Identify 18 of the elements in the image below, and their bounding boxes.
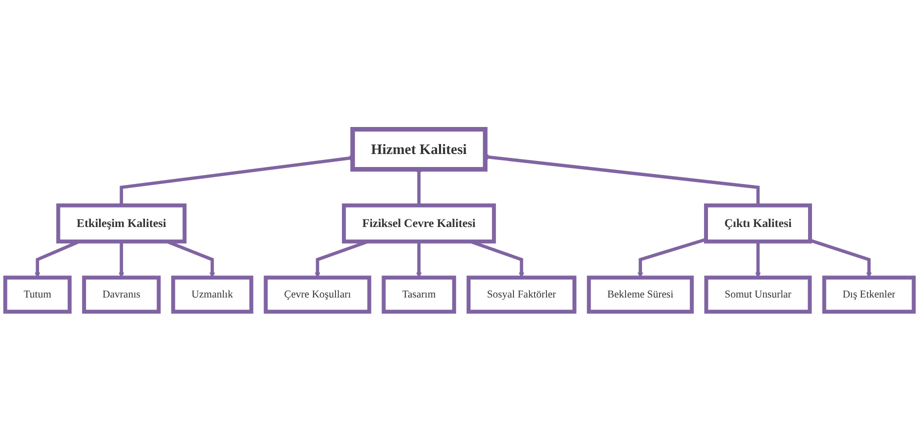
node-box: Hizmet Kalitesi xyxy=(350,126,488,172)
arrow xyxy=(810,238,872,278)
arrow xyxy=(416,242,422,278)
node-box: Sosyal Faktörler xyxy=(466,276,576,314)
node-box: Fiziksel Cevre Kalitesi xyxy=(342,203,496,244)
node-box: Etkileşim Kalitesi xyxy=(56,203,187,244)
node-box: Dış Etkenler xyxy=(822,276,916,314)
node-box: Uzmanlık xyxy=(171,276,254,314)
arrow xyxy=(118,242,124,278)
node-box: Tutum xyxy=(3,276,72,314)
arrow xyxy=(755,242,761,278)
arrow xyxy=(637,238,706,278)
node-box: Somut Unsurlar xyxy=(704,276,812,314)
node-box: Çıktı Kalitesi xyxy=(704,203,812,244)
node-box: Bekleme Süresi xyxy=(586,276,694,314)
node-box: Davranıs xyxy=(82,276,161,314)
node-box: Tasarım xyxy=(382,276,456,314)
node-box: Çevre Koşulları xyxy=(264,276,372,314)
